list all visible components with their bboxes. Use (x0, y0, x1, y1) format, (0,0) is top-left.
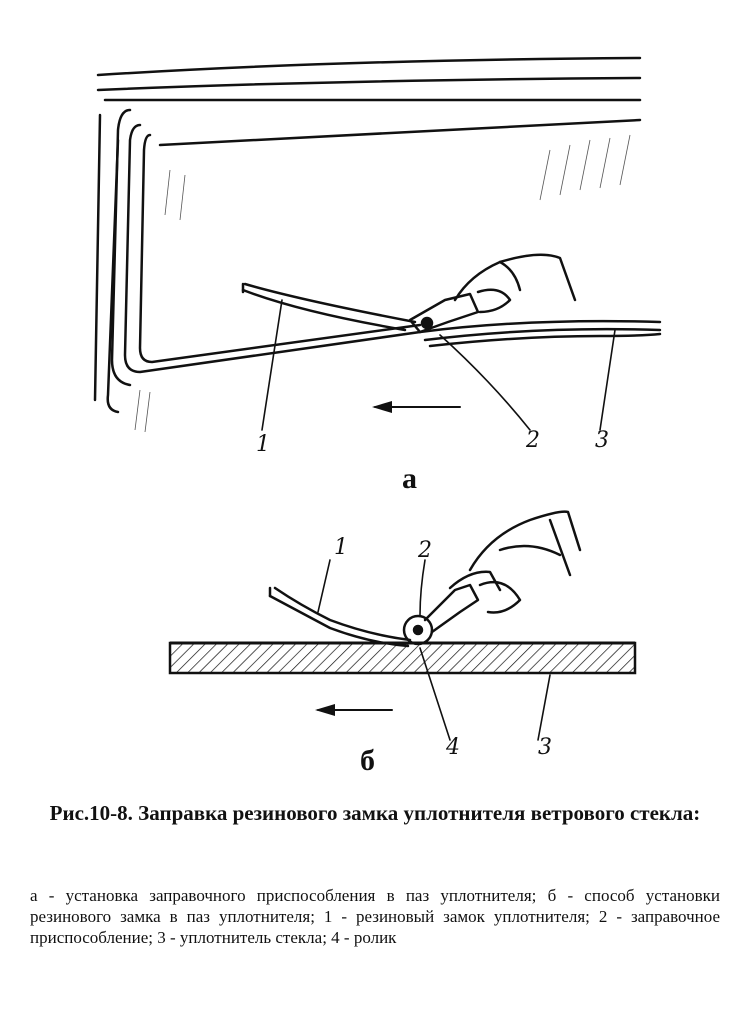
figure-a-callout-3: 3 (595, 428, 609, 453)
figure-b-callout-1: 1 (334, 535, 348, 560)
figure-a-callout-2: 2 (526, 428, 540, 453)
figure-b-callout-2: 2 (418, 538, 432, 563)
figure-caption: Рис.10-8. Заправка резинового замка упло… (49, 801, 701, 825)
figure-a-callout-1: 1 (256, 432, 270, 457)
figure-a-drawing (93, 56, 662, 433)
figure-b-drawing (168, 510, 637, 741)
figure-b-sublabel: б (360, 744, 375, 777)
figure-b-callout-3: 3 (538, 735, 552, 760)
figure-b-callout-4: 4 (446, 735, 460, 760)
figure-a-sublabel: а (402, 462, 417, 495)
figure-legend: а - установка заправочного приспособлени… (30, 886, 720, 947)
